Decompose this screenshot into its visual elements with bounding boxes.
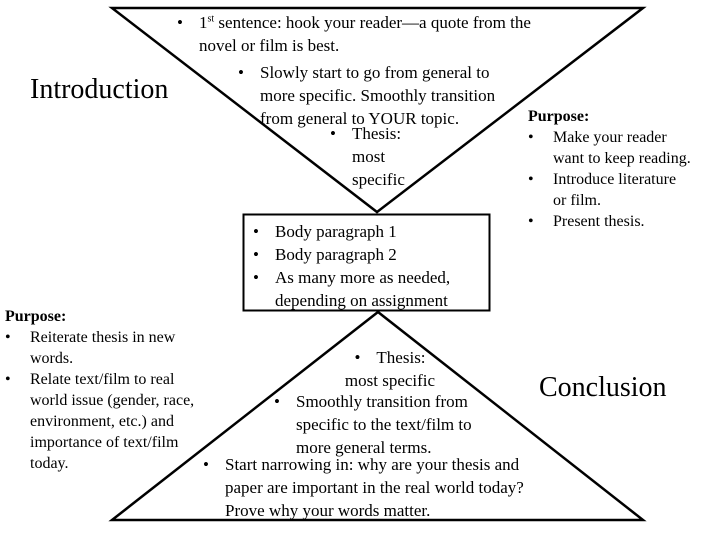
bullet-icon: •: [253, 268, 259, 287]
conclusion-pyramid-shape: [108, 310, 647, 522]
conclusion-label: Conclusion: [539, 372, 667, 403]
list-item: • Make your reader want to keep reading.: [528, 127, 718, 169]
purpose-item-text: Make your reader want to keep reading.: [553, 129, 691, 167]
purpose-item-text: Reiterate thesis in new words.: [30, 329, 176, 367]
purpose-item-text: Relate text/film to real world issue (ge…: [30, 371, 195, 472]
bullet-icon: •: [274, 392, 280, 411]
list-item: • Body paragraph 1: [253, 220, 483, 243]
conclusion-transition-item: • Smoothly transition from specific to t…: [274, 390, 524, 459]
list-item: • Reiterate thesis in new words.: [5, 327, 217, 369]
ordinal-number: 1: [199, 13, 208, 32]
conclusion-transition-text: Smoothly transition from specific to the…: [296, 392, 472, 457]
introduction-purpose: Purpose: • Make your reader want to keep…: [528, 106, 718, 232]
body-paragraph-list: • Body paragraph 1 • Body paragraph 2 • …: [253, 220, 483, 312]
body-item-text: As many more as needed, depending on ass…: [275, 268, 451, 310]
list-item: • Present thesis.: [528, 211, 718, 232]
introduction-funnel-shape: [108, 6, 647, 214]
ordinal-suffix: st: [207, 13, 215, 25]
bullet-icon: •: [528, 213, 534, 230]
intro-thesis-text: Thesis: most specific: [352, 124, 405, 189]
conclusion-thesis-line1: • Thesis:: [325, 346, 455, 369]
purpose-item-text: Present thesis.: [553, 213, 645, 230]
list-item: • As many more as needed, depending on a…: [253, 266, 483, 312]
conclusion-thesis-text: Thesis:: [376, 348, 426, 367]
list-item: • Relate text/film to real world issue (…: [5, 369, 217, 474]
bullet-icon: •: [203, 455, 209, 474]
conclusion-thesis-line2: most specific: [344, 371, 436, 390]
bullet-icon: •: [238, 63, 244, 82]
intro-hook-text: 1st sentence: hook your reader—a quote f…: [199, 13, 531, 55]
list-item: • Introduce literature or film.: [528, 169, 718, 211]
purpose-heading: Purpose:: [528, 108, 590, 125]
bullet-icon: •: [253, 222, 259, 241]
bullet-icon: •: [528, 171, 534, 188]
list-item: • Body paragraph 2: [253, 243, 483, 266]
body-paragraphs-box: [242, 213, 491, 312]
intro-thesis-item: • Thesis: most specific: [330, 122, 450, 191]
bullet-icon: •: [330, 124, 336, 143]
intro-transition-text: Slowly start to go from general to more …: [260, 63, 496, 128]
purpose-item-text: Introduce literature or film.: [553, 171, 677, 209]
bullet-icon: •: [528, 129, 534, 146]
bullet-icon: •: [5, 371, 11, 388]
conclusion-narrowing-item: • Start narrowing in: why are your thesi…: [203, 453, 563, 522]
body-item-text: Body paragraph 1: [275, 222, 397, 241]
conclusion-thesis-item: • Thesis: most specific: [325, 346, 455, 392]
intro-transition-item: • Slowly start to go from general to mor…: [238, 61, 548, 130]
bullet-icon: •: [354, 348, 361, 367]
bullet-icon: •: [177, 13, 183, 32]
introduction-label: Introduction: [30, 74, 169, 105]
bullet-icon: •: [5, 329, 11, 346]
bullet-icon: •: [253, 245, 259, 264]
intro-hook-item: • 1st sentence: hook your reader—a quote…: [177, 11, 577, 57]
conclusion-purpose: Purpose: • Reiterate thesis in new words…: [5, 306, 217, 474]
purpose-heading: Purpose:: [5, 308, 67, 325]
body-item-text: Body paragraph 2: [275, 245, 397, 264]
conclusion-narrowing-text: Start narrowing in: why are your thesis …: [225, 455, 524, 520]
